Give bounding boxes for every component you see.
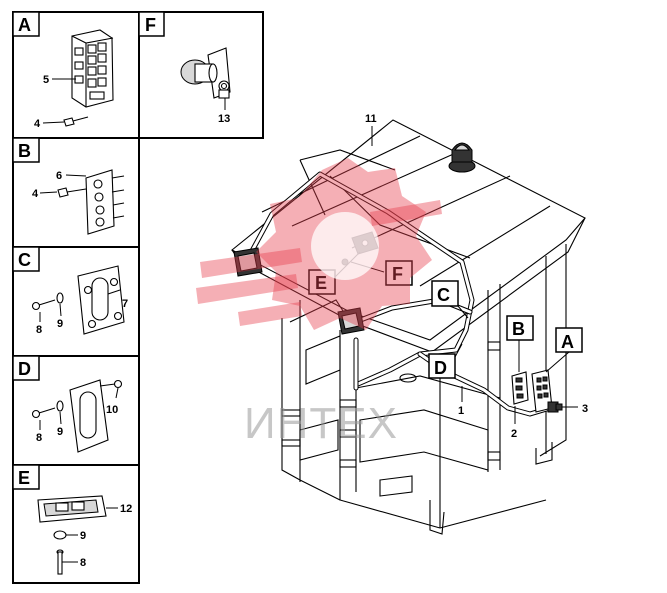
detail-panel-b: B 6 4 — [12, 137, 140, 248]
detail-panel-a: A 5 4 — [12, 11, 140, 139]
roof-lamp-rear — [337, 307, 365, 335]
screw-and-washer — [31, 400, 64, 419]
watermark-text: ИНТЕХ — [244, 399, 398, 448]
part-number-1: 1 — [458, 405, 464, 417]
part-number-8: 8 — [36, 432, 42, 444]
detail-panel-c: C 7 8 9 — [12, 246, 140, 357]
part-number-9: 9 — [57, 426, 63, 438]
callouts: 11 F E C D B A 1 2 3 — [308, 113, 588, 440]
roof-lamp-front — [233, 247, 263, 277]
part-number-9: 9 — [57, 318, 63, 330]
callout-tag-d: D — [434, 358, 447, 378]
screw — [63, 116, 89, 127]
interior-lamp — [37, 495, 107, 523]
callout-tag-a: A — [561, 332, 574, 352]
connector-plug — [547, 401, 563, 413]
callout-tag-b: B — [512, 319, 525, 339]
screw — [56, 549, 64, 575]
part-number-8: 8 — [80, 557, 86, 569]
part-number-13: 13 — [218, 113, 230, 125]
beacon-light — [448, 142, 476, 173]
part-number-11: 11 — [365, 113, 377, 125]
part-number-6: 6 — [56, 170, 62, 182]
detail-panel-e: E 12 9 8 — [12, 464, 140, 584]
part-number-4: 4 — [32, 188, 39, 200]
part-number-2: 2 — [511, 428, 517, 440]
panel-tag-b: B — [18, 141, 31, 161]
fuse-relay-box — [71, 29, 114, 108]
part-number-9: 9 — [80, 530, 86, 542]
connector-bracket-installed — [511, 371, 529, 405]
panel-tag-c: C — [18, 250, 31, 270]
panel-tag-a: A — [18, 15, 31, 35]
detail-panel-f: F 13 — [138, 11, 264, 139]
connector-bracket — [85, 169, 125, 235]
watermark-logo: ИНТЕХ — [196, 158, 442, 448]
panel-tag-f: F — [145, 15, 156, 35]
part-number-10: 10 — [106, 404, 118, 416]
screw — [57, 187, 87, 198]
panel-tag-e: E — [18, 468, 30, 488]
panel-tag-d: D — [18, 359, 31, 379]
washer — [53, 530, 67, 540]
callout-tag-c: C — [437, 285, 450, 305]
callout-tag-e: E — [315, 273, 327, 293]
part-number-12: 12 — [120, 503, 132, 515]
cable-clamp-bracket — [77, 265, 125, 335]
part-number-7: 7 — [122, 298, 128, 310]
part-number-5: 5 — [43, 74, 49, 86]
callout-tag-f: F — [392, 264, 403, 284]
part-number-4: 4 — [34, 118, 41, 130]
cable-clamp-bracket — [69, 379, 123, 453]
part-number-8: 8 — [36, 324, 42, 336]
switch-with-bracket — [180, 47, 231, 99]
screw-and-washer — [31, 292, 64, 311]
part-number-3: 3 — [582, 403, 588, 415]
detail-panel-d: D 10 8 9 — [12, 355, 140, 466]
